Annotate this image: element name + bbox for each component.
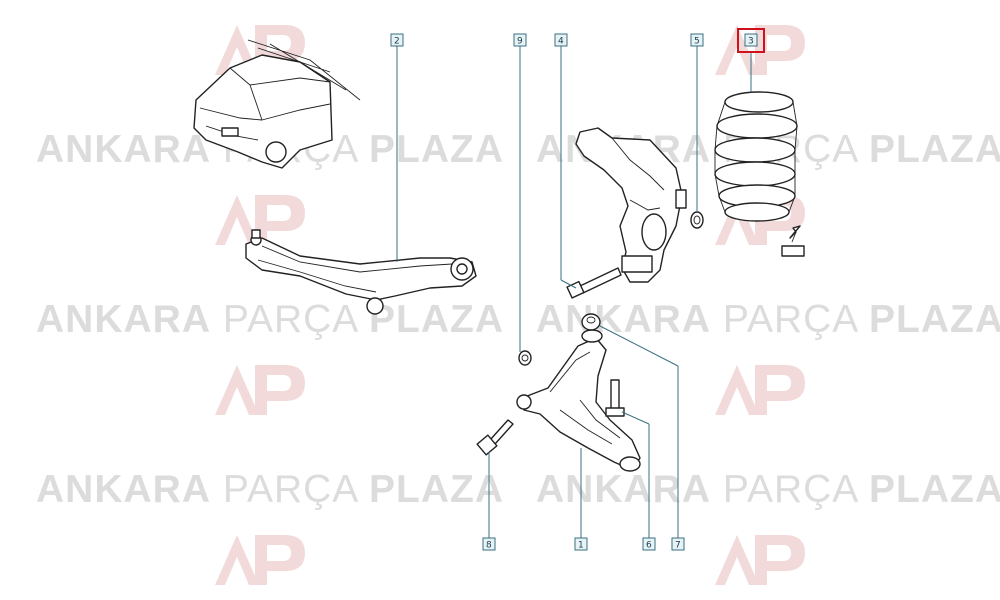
leader-lines (396, 46, 752, 538)
part-7-nut (581, 313, 601, 331)
watermark-text: ANKARA PARÇA PLAZA (536, 298, 1000, 341)
car-thumbnail (193, 39, 361, 169)
part-8-bolt (476, 419, 514, 456)
callout-9[interactable]: 9 (513, 33, 527, 47)
part-2-cross-member (245, 229, 477, 315)
svg-text:2: 2 (394, 37, 400, 47)
part-6-bolt (605, 379, 625, 417)
svg-text:7: 7 (675, 541, 681, 551)
svg-text:4: 4 (558, 37, 564, 47)
callout-3[interactable]: 3 (744, 33, 758, 47)
part-4-bolt (566, 267, 622, 299)
svg-text:1: 1 (578, 541, 584, 551)
callout-6[interactable]: 6 (642, 537, 656, 551)
spring-marker (781, 225, 805, 257)
callout-3-highlight (737, 28, 765, 53)
part-9-nut (518, 350, 532, 366)
watermark-text: ANKARA PARÇA PLAZA (36, 298, 504, 341)
svg-text:6: 6 (646, 541, 652, 551)
steering-knuckle (575, 127, 687, 283)
svg-text:5: 5 (694, 37, 700, 47)
watermark-text: ANKARA PARÇA PLAZA (536, 468, 1000, 511)
logo-watermark (215, 25, 805, 585)
callout-7[interactable]: 7 (671, 537, 685, 551)
svg-text:9: 9 (517, 37, 523, 47)
watermark-text: ANKARA PARÇA PLAZA (36, 468, 504, 511)
watermark-layer: ANKARA PARÇA PLAZA ANKARA PARÇA PLAZA AN… (36, 25, 1000, 585)
part-1-lower-control-arm (516, 329, 641, 472)
callout-2[interactable]: 2 (390, 33, 404, 47)
part-3-coil-spring (714, 91, 798, 222)
part-5-nut (690, 211, 704, 229)
callout-4[interactable]: 4 (554, 33, 568, 47)
callout-5[interactable]: 5 (690, 33, 704, 47)
svg-text:8: 8 (486, 541, 492, 551)
svg-text:3: 3 (748, 37, 754, 47)
callout-1[interactable]: 1 (574, 537, 588, 551)
callout-8[interactable]: 8 (482, 537, 496, 551)
